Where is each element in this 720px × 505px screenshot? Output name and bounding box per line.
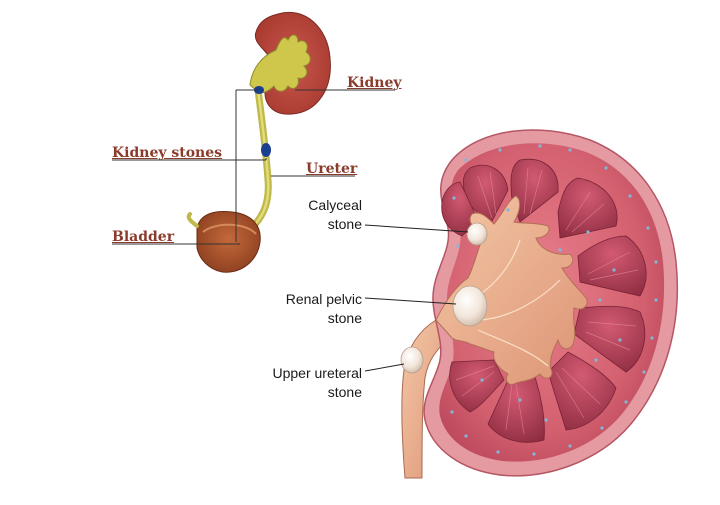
renal-pelvic-stone-label-line2: stone [327, 310, 362, 326]
kidney-cross-section [364, 129, 679, 479]
detail-leader-lines [364, 224, 469, 372]
small-kidney-pelvis [249, 34, 311, 94]
renal-pelvic-stone-label: Renal pelvic stone [286, 290, 362, 328]
upper-ureteral-stone-label-line1: Upper ureteral [272, 365, 363, 381]
bladder-label: Bladder [112, 229, 175, 245]
upper-ureteral-stone-label: Upper ureteral stone [273, 364, 363, 402]
upper-ureteral-stone [400, 346, 424, 374]
calyceal-stone [466, 222, 488, 246]
overview-urinary-tract [112, 11, 395, 273]
renal-pelvic-stone-label-line1: Renal pelvic [285, 291, 362, 307]
overview-stone-kidney [254, 86, 264, 94]
pyramid-striations [455, 167, 639, 435]
kidney-label: Kidney [347, 75, 402, 91]
small-ureter [241, 86, 272, 238]
overview-leader-lines [112, 89, 395, 245]
calyceal-stone-label-line2: stone [327, 216, 362, 232]
overview-stone-ureter [261, 143, 271, 157]
renal-pyramids [441, 158, 647, 443]
ureter-label: Ureter [306, 161, 358, 177]
upper-ureteral-stone-label-line2: stone [327, 384, 362, 400]
glomeruli-dots [450, 144, 658, 456]
calyceal-stone-label: Calyceal stone [308, 196, 362, 234]
small-bladder [196, 211, 261, 273]
renal-pelvic-stone [452, 285, 488, 327]
calyceal-stone-label-line1: Calyceal [308, 197, 362, 213]
renal-pelvis [435, 195, 588, 385]
kidney-stones-label: Kidney stones [112, 145, 223, 161]
